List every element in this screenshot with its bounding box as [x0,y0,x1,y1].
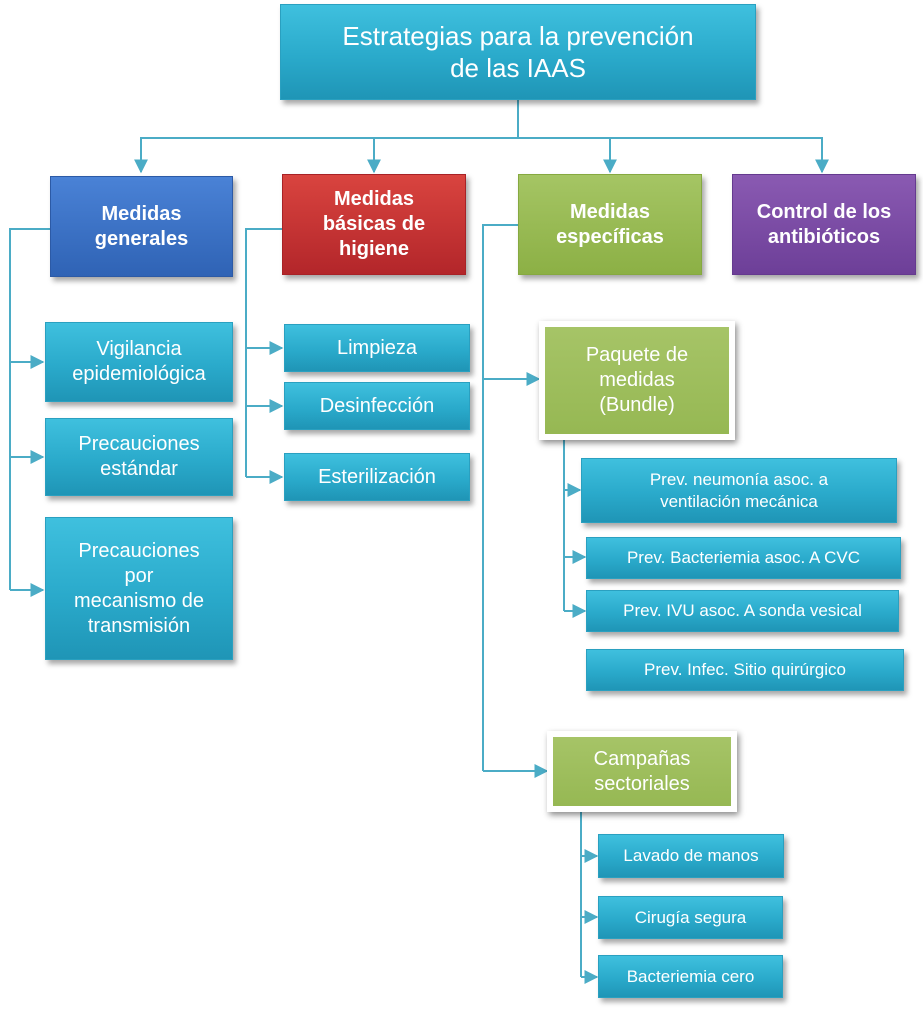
node-paquete-medidas: Paquete de medidas (Bundle) [539,321,735,440]
node-esterilizacion: Esterilización [284,453,470,501]
title-trunk-line [134,100,519,174]
especificas-bracket-line [482,224,518,771]
node-prev-neumonia: Prev. neumonía asoc. a ventilación mecán… [581,458,897,523]
generales-bracket-line [9,228,50,590]
node-campanas-sectoriales: Campañas sectoriales [547,731,737,812]
node-cirugia-segura: Cirugía segura [598,896,783,939]
category-medidas-higiene: Medidas básicas de higiene [282,174,466,275]
node-limpieza: Limpieza [284,324,470,372]
category-control-antibioticos: Control de los antibióticos [732,174,916,275]
node-vigilancia-epidemiologica: Vigilancia epidemiológica [45,322,233,402]
node-desinfeccion: Desinfección [284,382,470,430]
title-to-antibioticos-line [518,137,829,174]
node-bacteriemia-cero: Bacteriemia cero [598,955,783,998]
node-precauciones-estandar: Precauciones estándar [45,418,233,496]
category-medidas-generales: Medidas generales [50,176,233,277]
node-prev-sitio-quirurgico: Prev. Infec. Sitio quirúrgico [586,649,904,691]
node-prev-ivu: Prev. IVU asoc. A sonda vesical [586,590,899,632]
diagram-title: Estrategias para la prevención de las IA… [280,4,756,100]
node-precauciones-mecanismo: Precauciones por mecanismo de transmisió… [45,517,233,660]
node-prev-bacteriemia-cvc: Prev. Bacteriemia asoc. A CVC [586,537,901,579]
higiene-bracket-line [245,228,282,477]
category-medidas-especificas: Medidas específicas [518,174,702,275]
node-lavado-manos: Lavado de manos [598,834,784,878]
